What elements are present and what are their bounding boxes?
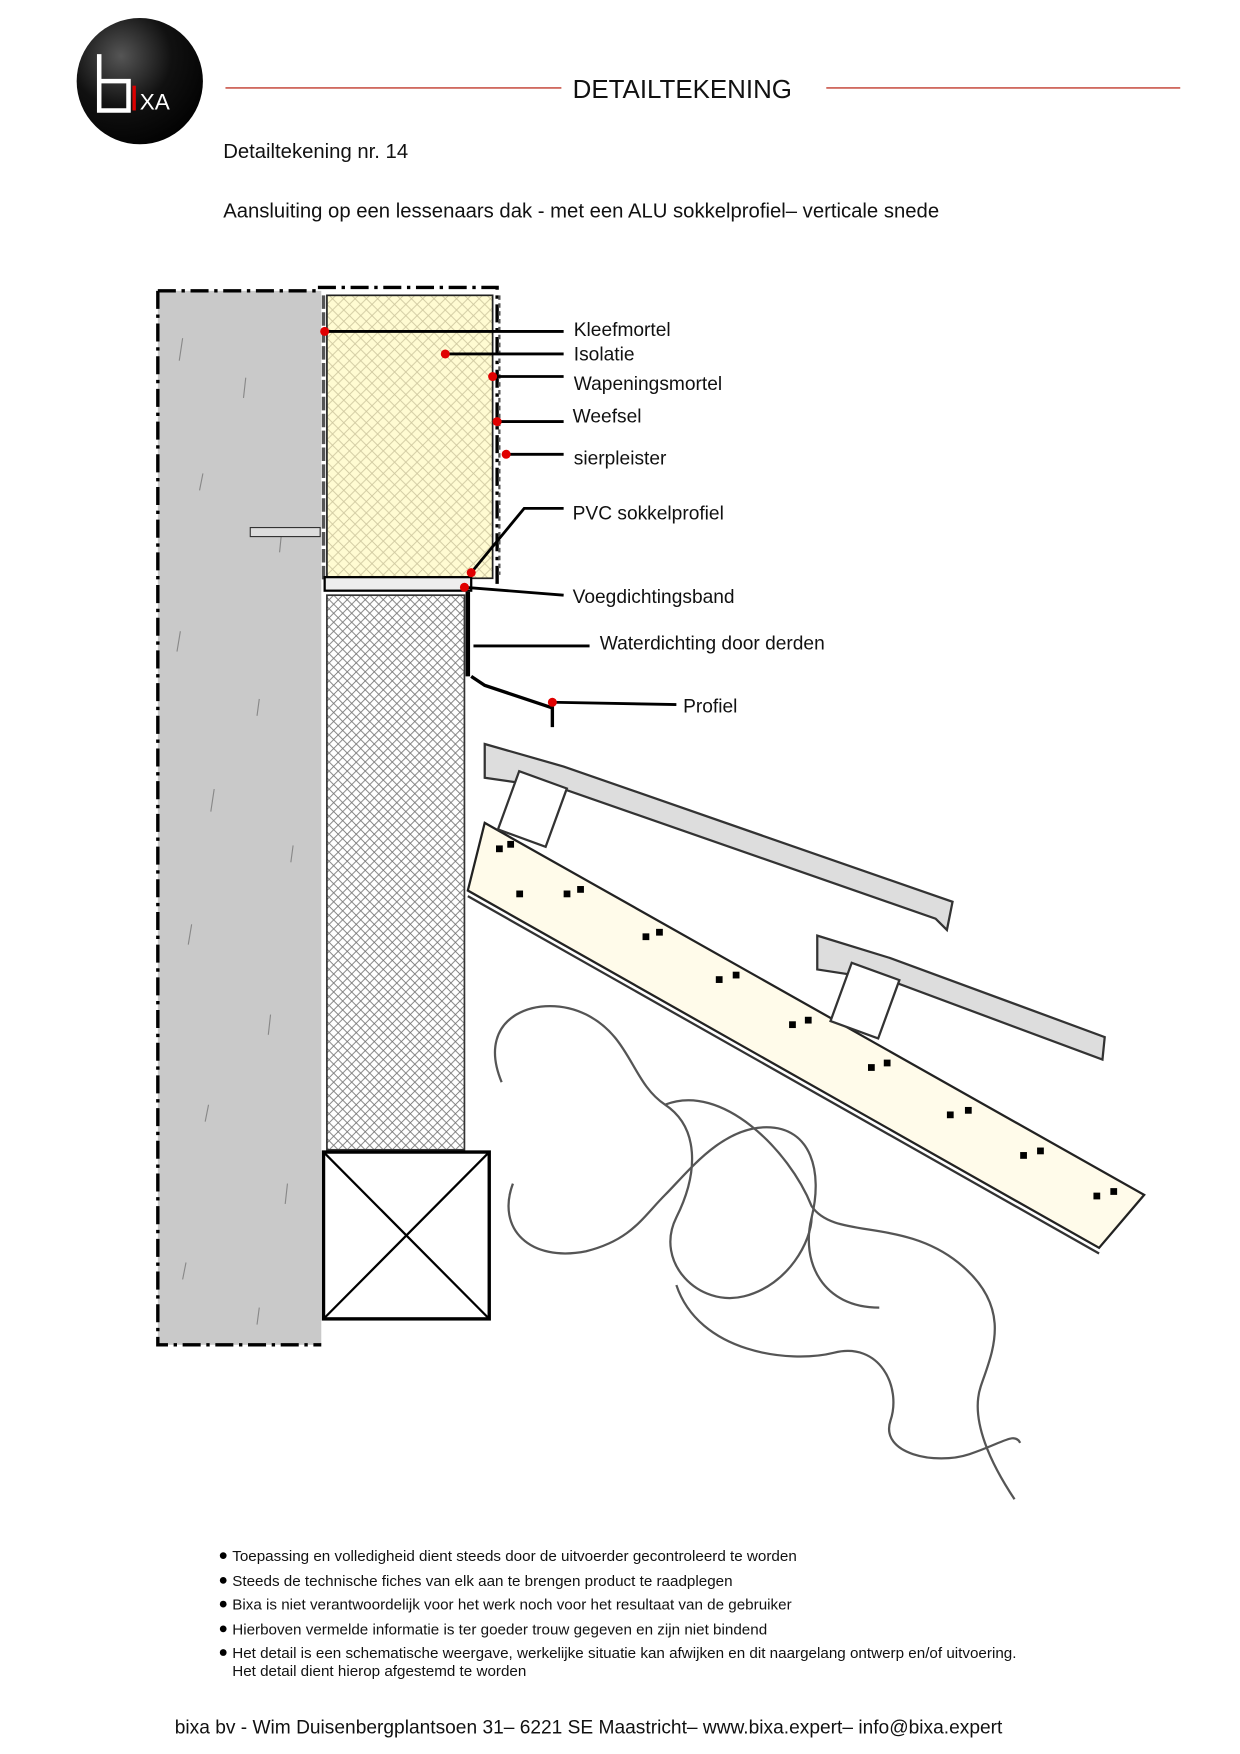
page-title: DETAILTEKENING [573,76,792,104]
drawing-number: Detailtekening nr. 14 [223,141,408,163]
roof-tiles [483,742,1106,1062]
svg-text:XA: XA [140,89,170,114]
label-profiel: Profiel [683,696,737,717]
note-item: Het detail is een schematische weergave,… [232,1645,1016,1662]
label-voegdichtingsband: Voegdichtingsband [573,587,735,608]
label-pvc-sokkelprofiel: PVC sokkelprofiel [573,504,724,525]
footer-contact: bixa bv - Wim Duisenbergplantsoen 31– 62… [175,1718,1003,1739]
concrete-wall [156,289,322,1347]
note-item-continuation: Het detail dient hierop afgestemd te wor… [232,1663,526,1680]
note-item: Toepassing en volledigheid dient steeds … [232,1548,797,1565]
perimeter-insulation [326,594,466,1151]
label-isolatie: Isolatie [574,345,635,366]
note-item: Steeds de technische fiches van elk aan … [232,1573,732,1590]
leader-dots [320,326,557,707]
anchor-dowel [249,526,321,538]
label-wapeningsmortel: Wapeningsmortel [574,374,722,395]
note-item: Bixa is niet verantwoordelijk voor het w… [232,1597,791,1614]
timber-beam-section [321,1150,491,1321]
notes-list: Toepassing en volledigheid dient steeds … [219,1548,1016,1680]
mineral-wool [493,1005,1022,1500]
drawing-subtitle: Aansluiting op een lessenaars dak - met … [223,201,939,223]
flashing-profile [470,674,555,728]
label-weefsel: Weefsel [573,407,642,428]
note-item: Hierboven vermelde informatie is ter goe… [232,1622,767,1639]
label-sierpleister: sierpleister [574,448,667,469]
label-kleefmortel: Kleefmortel [574,320,671,341]
label-waterdichting: Waterdichting door derden [600,633,825,654]
roof-insulation-panel [466,821,1146,1255]
bixa-logo: XA [76,18,203,145]
leader-lines [324,330,677,706]
insulation-board [317,285,501,592]
